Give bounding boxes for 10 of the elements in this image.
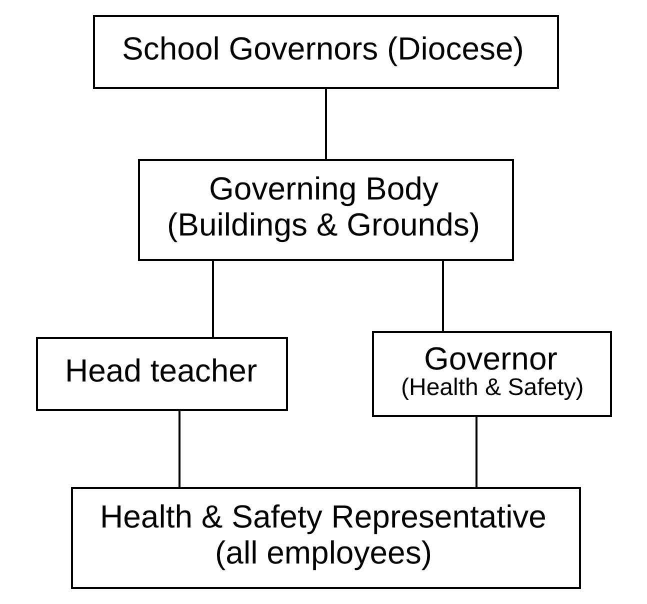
node-box: Governing Body (Buildings & Grounds) xyxy=(138,159,514,261)
connector xyxy=(324,88,326,160)
node-box: Head teacher xyxy=(36,337,288,411)
connector xyxy=(442,260,444,332)
connector xyxy=(178,410,180,488)
node-box: School Governors (Diocese) xyxy=(92,15,558,89)
node-box: Governor (Health & Safety) xyxy=(372,331,612,417)
node-box: Health & Safety Representative (all employees) xyxy=(70,487,580,589)
connector xyxy=(475,416,477,488)
connector xyxy=(212,260,214,338)
